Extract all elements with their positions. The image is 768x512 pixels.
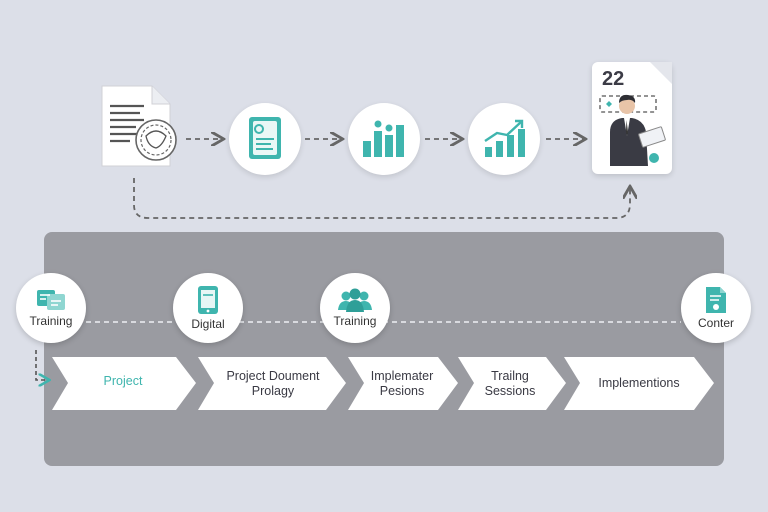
node-conter: Conter	[681, 273, 751, 343]
training-board-icon	[37, 290, 65, 310]
step-chevron-1	[52, 357, 196, 410]
step-line1: Implemater	[370, 369, 434, 383]
step-line2: Pesions	[379, 384, 425, 398]
node-label: Training	[333, 314, 377, 328]
person-report-card: 22	[592, 62, 672, 174]
people-group-icon	[338, 288, 372, 312]
step-line2: Prolagy	[251, 384, 295, 398]
checklist-document-icon	[229, 103, 301, 175]
step-line1: Implementions	[598, 376, 680, 390]
document-stamp-icon	[100, 84, 180, 168]
process-panel	[44, 232, 724, 466]
step-line1: Project Doument	[226, 369, 320, 383]
step-chevron-3	[348, 357, 458, 410]
step-label-5: Implementions	[580, 376, 698, 391]
node-label: Digital	[191, 317, 225, 331]
loop-arrow	[133, 178, 630, 219]
step-line2: Sessions	[484, 384, 536, 398]
node-training-people: Training	[320, 273, 390, 343]
tablet-icon	[198, 286, 218, 314]
node-label: Training	[29, 314, 73, 328]
step-line1: Project	[103, 374, 143, 388]
businessman-icon	[599, 62, 672, 166]
step-line1: Trailng	[491, 369, 529, 383]
step-label-3: Implemater Pesions	[360, 369, 444, 399]
bar-chart-icon	[348, 103, 420, 175]
node-digital: Digital	[173, 273, 243, 343]
step-label-1: Project	[70, 374, 176, 389]
step-label-4: Trailng Sessions	[468, 369, 552, 399]
growth-chart-icon	[468, 103, 540, 175]
step-chevron-5	[564, 357, 714, 410]
card-number: 22	[602, 68, 625, 90]
node-label: Conter	[697, 316, 735, 330]
step-chevron-2	[198, 357, 346, 410]
step-label-2: Project Doument Prolagy	[214, 369, 332, 399]
step-chevron-4	[458, 357, 566, 410]
document-user-icon	[706, 287, 726, 313]
node-training-board: Training	[16, 273, 86, 343]
